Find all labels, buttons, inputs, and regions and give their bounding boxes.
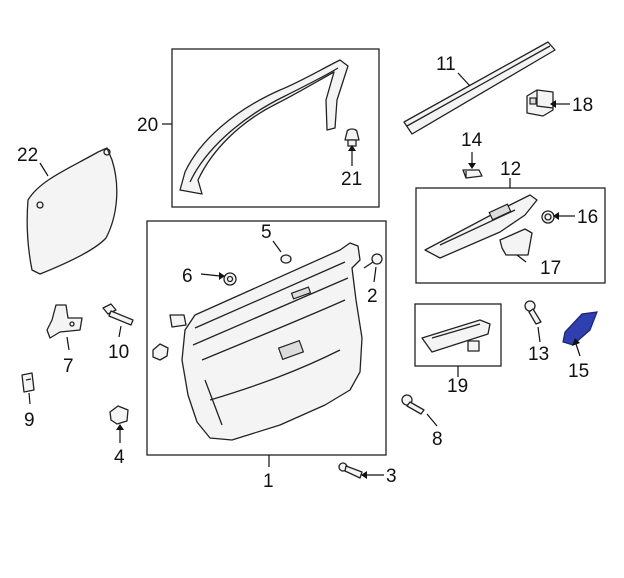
leader-lines: [28, 72, 581, 479]
callout-2: 2: [367, 286, 378, 307]
callout-13: 13: [528, 344, 549, 365]
screw-part-13[interactable]: [524, 300, 542, 325]
callout-5: 5: [261, 222, 272, 243]
callout-3: 3: [386, 466, 397, 487]
callout-1: 1: [263, 471, 274, 492]
screw-part-2[interactable]: [363, 253, 383, 269]
callout-21: 21: [341, 169, 362, 190]
water-shield-part[interactable]: [26, 147, 118, 275]
group-box-window-channel: [171, 48, 380, 208]
switch-bezel-part[interactable]: [421, 319, 491, 353]
door-trim-panel-part[interactable]: [181, 242, 363, 441]
callout-15: 15: [568, 361, 589, 382]
fastener-part-16[interactable]: [541, 210, 555, 224]
window-channel-part[interactable]: [179, 59, 349, 195]
callout-20: 20: [137, 115, 158, 136]
switch-part-18[interactable]: [526, 89, 554, 117]
callout-12: 12: [500, 159, 521, 180]
armrest-part[interactable]: [424, 194, 538, 259]
callout-9: 9: [24, 410, 35, 431]
callout-16: 16: [577, 207, 598, 228]
nut-on-panel: [152, 343, 169, 361]
bolt-part-10[interactable]: [102, 303, 134, 326]
group-box-door-panel: [146, 220, 387, 456]
clip-part-14[interactable]: [462, 169, 483, 179]
screw-part-8[interactable]: [401, 394, 425, 415]
callout-17: 17: [540, 258, 561, 279]
grommet-part-6[interactable]: [223, 272, 237, 286]
plug-part-5[interactable]: [280, 254, 292, 264]
callout-10: 10: [108, 342, 129, 363]
cap-part-4[interactable]: [109, 405, 129, 425]
callout-6: 6: [182, 266, 193, 287]
callout-19: 19: [447, 376, 468, 397]
callout-22: 22: [17, 145, 38, 166]
clip-part-9[interactable]: [21, 372, 35, 393]
callout-14: 14: [461, 130, 483, 151]
callout-4: 4: [114, 447, 125, 468]
callout-18: 18: [572, 95, 593, 116]
screw-part-3[interactable]: [338, 462, 363, 479]
bracket-part-7[interactable]: [46, 304, 83, 339]
clip-part-21[interactable]: [344, 128, 360, 147]
handle-cover-part-17[interactable]: [499, 228, 533, 256]
retainer-on-panel: [169, 314, 187, 328]
belt-moulding-part[interactable]: [403, 41, 556, 135]
callout-7: 7: [63, 356, 74, 377]
callout-8: 8: [432, 429, 443, 450]
callout-11: 11: [436, 54, 456, 75]
bracket-part-15[interactable]: [562, 311, 598, 346]
